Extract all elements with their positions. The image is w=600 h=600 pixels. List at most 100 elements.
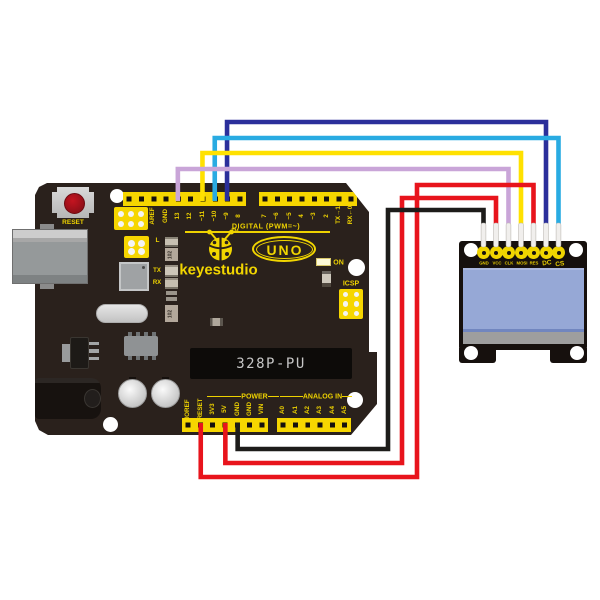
power-on-led [316,258,331,266]
oled-mount-hole [569,346,584,360]
pin-label-gnd-top: GND [161,209,169,223]
pin-label-a3: A3 [316,405,324,415]
power-section-label: POWER [241,393,268,400]
eeprom-chip-leg [136,355,140,360]
eeprom-chip-leg [128,355,132,360]
pin-label-6: ~6 [273,212,281,220]
mcu-label: 328P-PU [236,355,306,372]
oled-pin-vcc [489,246,503,259]
regulator-leg [89,356,99,360]
led-rx-label: RX [152,279,162,286]
pin-label-reset: RESET [196,398,204,420]
pin-label-10: ~10 [210,210,218,222]
mcu-chip: 328P-PU [190,348,352,379]
oled-pin-clk [502,246,515,259]
brand-label: keyestudio [179,261,258,279]
eeprom-chip-leg [128,332,132,337]
oled-pin-label-dc: DC [541,259,552,268]
eeprom-chip-leg [152,332,156,337]
crystal-oscillator [96,304,148,323]
led-tx-label: TX [153,268,161,274]
on-label: ON [333,259,344,266]
oled-screen [462,268,584,344]
pin-label-4: 4 [297,214,305,218]
model-label: UNO [266,241,304,258]
capacitor [117,378,147,408]
oled-pin-mosi [514,246,528,259]
pin-label-5v: 5V [221,405,229,413]
mount-hole [102,416,118,432]
smd-resistor-102: 102 [164,248,178,261]
power-jack-barrel [84,389,101,408]
mount-hole [347,392,363,408]
pin-label-13: 13 [173,212,181,220]
oled-mount-hole [463,243,478,257]
pin-label-rx0: RX←0 [346,205,354,225]
pin-label-8: 8 [235,214,243,218]
analog-divider-line [341,395,352,398]
smd-resistor [210,317,223,326]
icsp-header [339,289,363,319]
header-2x3 [114,207,148,230]
smd-resistor-102: 102 [164,305,178,322]
model-badge: UNO [252,236,316,262]
oled-pin-label-clk: CLK [504,260,514,266]
pin-label-a4: A4 [328,405,336,415]
regulator-leg [89,341,99,345]
capacitor [150,378,180,408]
oled-pin-label-res: RES [529,260,539,266]
eeprom-chip-leg [144,355,148,360]
pin-label-aref: AREF [149,207,157,225]
pin-label-3: ~3 [310,212,318,220]
brand-tm: TM [231,228,239,235]
usb-interface-chip [119,262,149,291]
pin-label-gnd1: GND [233,402,241,416]
digital-section-label: DIGITAL (PWM=~) [231,221,301,231]
power-divider-line [207,395,241,398]
pin-label-a1: A1 [291,405,299,415]
mount-hole [110,189,124,203]
resistor-marking: 102 [167,250,174,259]
eeprom-chip-leg [152,355,156,360]
eeprom-chip-leg [136,332,140,337]
pin-label-9: ~9 [222,212,230,220]
eeprom-chip [124,336,158,356]
pin-label-tx1: TX→1 [334,206,342,224]
header-2x2 [124,236,149,258]
analog-section-label: ANALOG IN [302,393,343,400]
digital-header-right [258,191,358,206]
usb-connector-tab [40,224,54,231]
oled-pin-gnd [477,246,490,259]
oled-pin-label-cs: CS [554,260,565,269]
pin-label-vin: VIN [258,403,266,415]
digital-header-left [122,191,246,206]
regulator-leg [89,349,99,353]
icsp-label: ICSP [342,280,360,287]
rx-led [164,277,178,289]
oled-pin-label-gnd: GND [479,260,489,266]
pin-label-7: 7 [260,214,268,218]
oled-pin-res [527,246,540,259]
oled-pin-dc [539,246,553,259]
analog-header [277,418,351,432]
resistor-marking: 102 [167,309,174,318]
analog-divider-line [280,395,303,398]
smd-resistor [164,236,178,247]
pin-label-a5: A5 [340,405,348,415]
oled-mount-hole [463,346,478,360]
led-l-label: L [155,236,160,244]
oled-pin-label-vcc: VCC [491,260,502,266]
reset-button-label: RESET [62,218,84,226]
mount-hole [347,258,365,276]
power-divider-line [267,395,279,398]
pin-label-a0: A0 [279,405,287,415]
voltage-regulator [70,337,89,369]
power-header [182,418,269,432]
smd-component [166,291,177,295]
smd-component [166,296,177,301]
oled-mount-hole [569,243,583,257]
pin-label-2: 2 [322,214,330,218]
oled-pin-cs [552,246,565,259]
usb-connector [12,229,88,284]
